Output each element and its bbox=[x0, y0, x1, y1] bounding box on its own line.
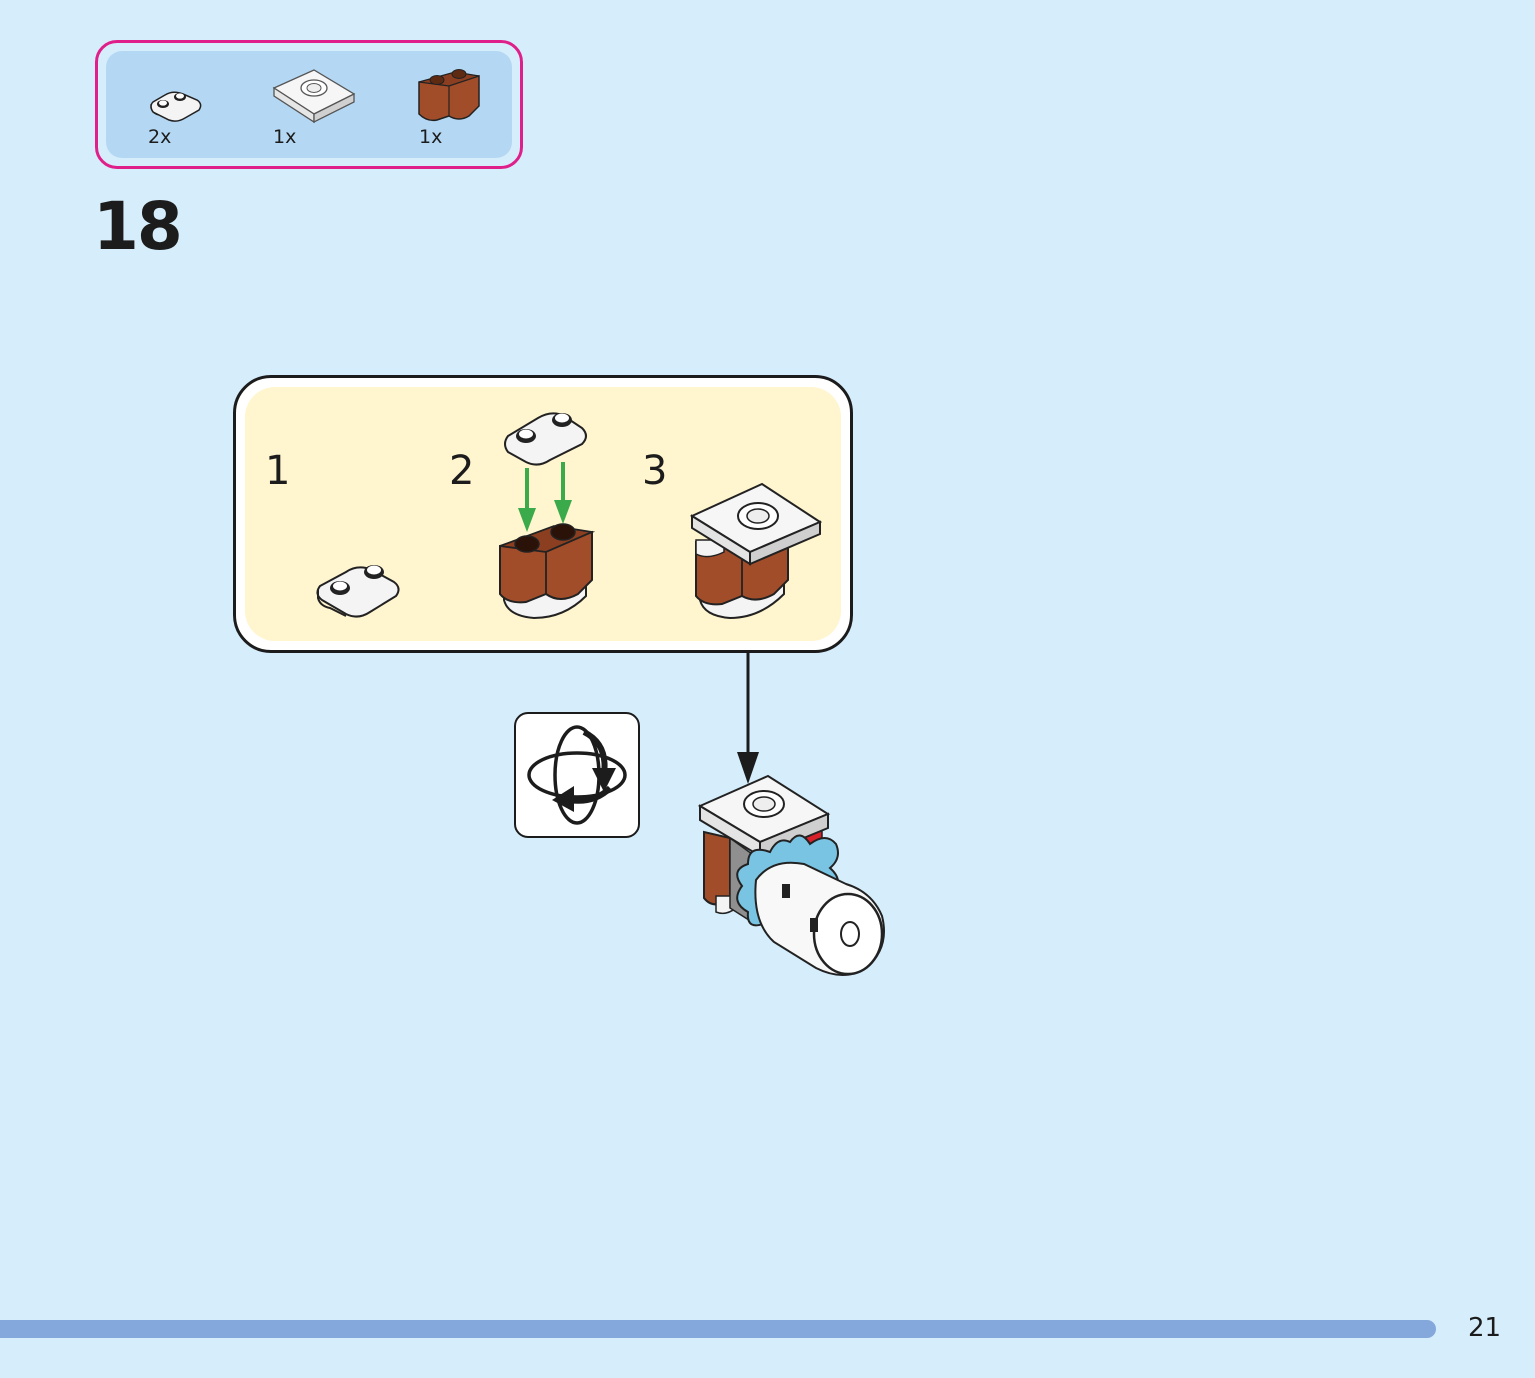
white-jumper-plate-icon bbox=[272, 69, 356, 124]
white-rounded-plate-icon bbox=[150, 91, 202, 122]
rotate-model-icon bbox=[527, 725, 627, 825]
part-quantity-3: 1x bbox=[419, 126, 443, 148]
callout-connector-arrow bbox=[737, 652, 759, 784]
sub-step-1-plate-icon bbox=[316, 565, 400, 618]
sub-step-label-2: 2 bbox=[449, 448, 475, 494]
brown-log-brick-icon bbox=[418, 69, 480, 122]
main-model-illustration bbox=[697, 774, 885, 976]
part-quantity-1: 2x bbox=[148, 126, 172, 148]
sub-step-2-assembly-icon bbox=[499, 412, 596, 620]
sub-step-label-3: 3 bbox=[642, 448, 668, 494]
page-footer-bar bbox=[0, 1320, 1436, 1338]
sub-step-label-1: 1 bbox=[265, 448, 291, 494]
page-number: 21 bbox=[1468, 1313, 1502, 1343]
rotate-model-box bbox=[514, 712, 640, 838]
step-number: 18 bbox=[93, 188, 183, 265]
sub-step-3-assembly-icon bbox=[689, 482, 823, 620]
part-quantity-2: 1x bbox=[273, 126, 297, 148]
